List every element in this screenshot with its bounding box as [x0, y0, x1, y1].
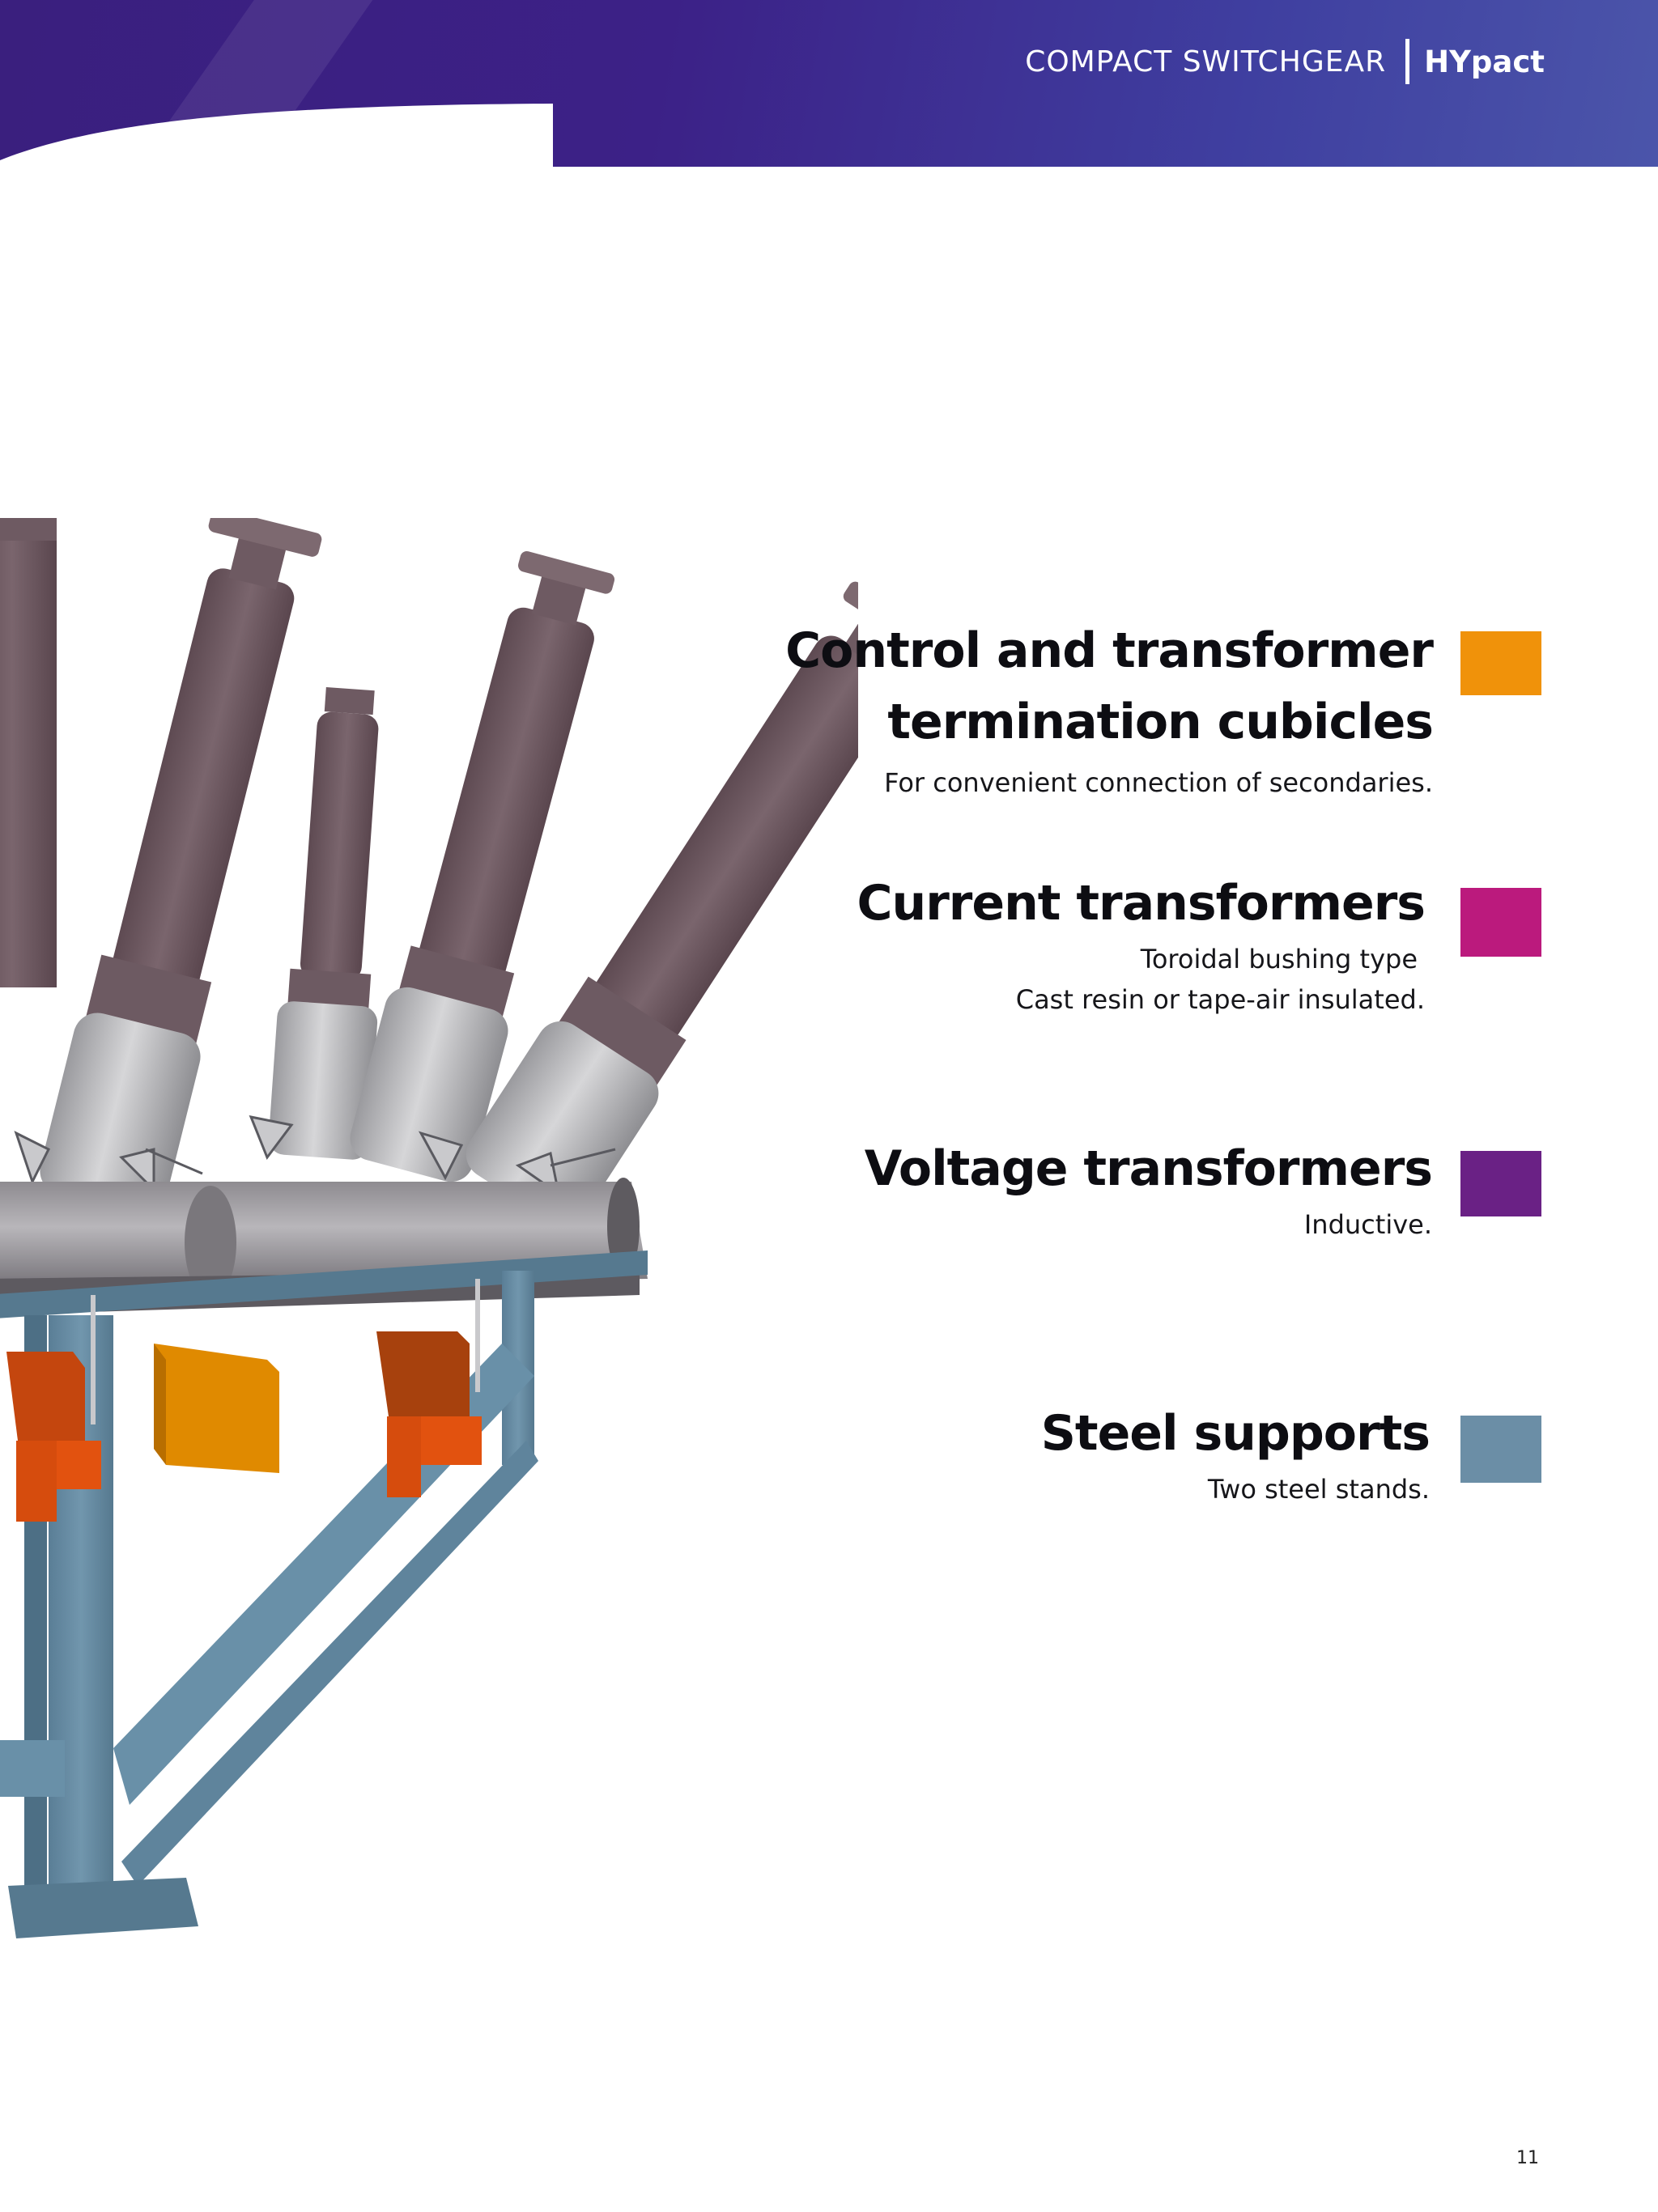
bushing-left [40, 518, 322, 1215]
bushing-center-right [350, 551, 615, 1182]
feature-description: Cast resin or tape-air insulated. [1015, 984, 1425, 1015]
feature-title: Control and transformer [785, 622, 1434, 679]
switchgear-illustration [0, 518, 858, 1938]
feature-current-transformers: Current transformers Toroidal bushing ty… [777, 868, 1426, 1020]
control-cubicles [6, 1279, 482, 1522]
bushing-far-left [0, 518, 57, 987]
feature-title: Voltage transformers [864, 1140, 1433, 1197]
feature-description: Two steel stands. [1207, 1474, 1430, 1505]
bushing-right [466, 581, 858, 1226]
feature-voltage-transformers: Voltage transformers Inductive. [784, 1133, 1433, 1245]
swatch-magenta [1460, 888, 1541, 957]
feature-description: Inductive. [1303, 1209, 1432, 1240]
header-band: COMPACT SWITCHGEAR HYpact [0, 0, 1658, 167]
feature-description: Toroidal bushing type [1140, 944, 1418, 974]
bushing-middle [268, 687, 379, 1160]
header-white-swoosh [0, 104, 553, 167]
feature-title: Steel supports [1040, 1405, 1431, 1462]
series-name: COMPACT SWITCHGEAR [1025, 45, 1387, 79]
page-number: 11 [1516, 2148, 1539, 2168]
product-name: HYpact [1424, 44, 1545, 79]
brand-block: COMPACT SWITCHGEAR HYpact [1025, 36, 1545, 87]
swatch-purple [1460, 1151, 1541, 1216]
swatch-steel-blue [1460, 1416, 1541, 1483]
feature-title: termination cubicles [887, 694, 1434, 750]
brand-divider [1405, 39, 1410, 84]
swatch-orange [1460, 631, 1541, 695]
feature-control-cubicles: Control and transformer termination cubi… [785, 615, 1434, 803]
steel-frame [0, 1250, 648, 1938]
feature-title: Current transformers [857, 875, 1426, 932]
feature-description: For convenient connection of secondaries… [884, 767, 1433, 798]
feature-steel-supports: Steel supports Two steel stands. [782, 1398, 1431, 1509]
